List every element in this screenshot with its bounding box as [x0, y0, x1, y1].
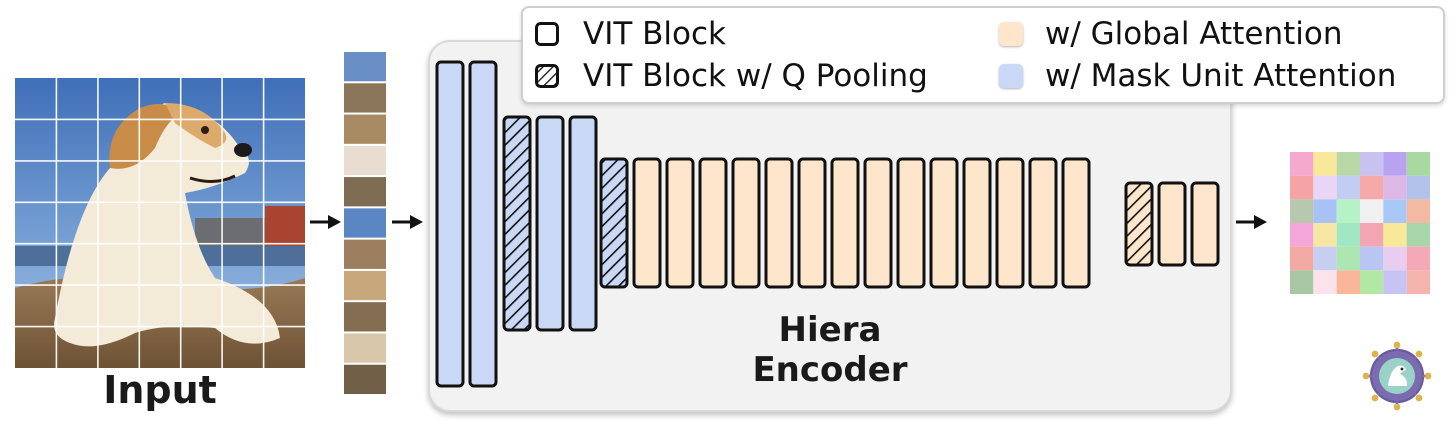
- vit-block-q-pooling: [502, 115, 532, 332]
- feature-cell: [1383, 246, 1407, 271]
- feature-cell: [1383, 152, 1407, 176]
- image-patch: [344, 239, 386, 269]
- vit-block: [1190, 181, 1220, 267]
- vit-block: [1028, 157, 1058, 289]
- feature-cell: [1336, 175, 1360, 200]
- legend-vit-block: VIT Block: [583, 16, 726, 52]
- feature-cell: [1290, 199, 1314, 223]
- feature-cell: [1383, 175, 1407, 200]
- feature-cell: [1313, 223, 1337, 247]
- image-patch: [344, 270, 386, 301]
- legend-vit-block-q-pooling: VIT Block w/ Q Pooling: [583, 58, 928, 94]
- feature-cell: [1406, 175, 1430, 200]
- vit-block: [797, 157, 827, 289]
- image-patch: [344, 208, 386, 238]
- feature-cell: [1383, 223, 1407, 247]
- feature-cell: [1383, 199, 1407, 223]
- mask-unit-attention-swatch: [999, 64, 1023, 88]
- vit-block-q-pooling: [1124, 181, 1154, 267]
- legend-mask-unit-attention: w/ Mask Unit Attention: [1045, 58, 1397, 94]
- feature-cell: [1290, 270, 1314, 294]
- input-label: Input: [103, 368, 217, 412]
- image-patch: [344, 114, 386, 144]
- feature-cell: [1313, 175, 1337, 200]
- vit-block: [468, 60, 498, 388]
- encoder-title-line2: Encoder: [752, 350, 908, 390]
- feature-cell: [1383, 270, 1407, 294]
- vit-block: [995, 157, 1025, 289]
- q-pooling-swatch-icon: [535, 64, 559, 88]
- vit-block: [568, 115, 598, 332]
- vit-block: [962, 157, 992, 289]
- vit-block: [665, 157, 695, 289]
- feature-cell: [1313, 270, 1337, 294]
- feature-cell: [1290, 152, 1314, 176]
- legend-global-attention: w/ Global Attention: [1045, 16, 1343, 52]
- vit-block: [632, 157, 662, 289]
- patch-strip: [344, 52, 386, 394]
- feature-cell: [1406, 246, 1430, 271]
- feature-cell: [1290, 223, 1314, 247]
- vit-block: [764, 157, 794, 289]
- feature-cell: [1406, 270, 1430, 294]
- encoder-title: Hiera Encoder: [720, 310, 940, 390]
- vit-block-swatch-icon: [535, 22, 559, 46]
- arrow-icon: [310, 215, 341, 229]
- output-feature-grid: [1290, 152, 1430, 294]
- feature-cell: [1360, 152, 1384, 176]
- feature-cell: [1360, 223, 1384, 247]
- vit-block: [830, 157, 860, 289]
- vit-block: [1061, 157, 1091, 289]
- feature-cell: [1336, 152, 1360, 176]
- vit-block: [535, 115, 565, 332]
- feature-cell: [1313, 152, 1337, 176]
- vit-block: [1157, 181, 1187, 267]
- vit-block: [698, 157, 728, 289]
- image-patch: [344, 364, 386, 394]
- image-patch: [344, 333, 386, 363]
- arrow-icon: [1236, 215, 1267, 229]
- logo-icon: [1362, 341, 1432, 411]
- vit-block: [896, 157, 926, 289]
- feature-cell: [1360, 175, 1384, 200]
- vit-block: [929, 157, 959, 289]
- feature-cell: [1313, 199, 1337, 223]
- image-patch: [344, 177, 386, 207]
- feature-cell: [1360, 270, 1384, 294]
- vit-block-q-pooling: [599, 157, 629, 289]
- feature-cell: [1406, 199, 1430, 223]
- feature-cell: [1336, 270, 1360, 294]
- vit-block: [863, 157, 893, 289]
- vit-block: [435, 60, 465, 388]
- image-patch: [344, 145, 386, 176]
- vit-block: [731, 157, 761, 289]
- image-patch: [344, 302, 386, 332]
- encoder-title-line1: Hiera: [778, 310, 882, 350]
- feature-cell: [1290, 175, 1314, 200]
- feature-cell: [1313, 246, 1337, 271]
- image-patch: [344, 83, 386, 113]
- global-attention-swatch: [999, 22, 1023, 46]
- feature-cell: [1360, 246, 1384, 271]
- feature-cell: [1360, 199, 1384, 223]
- input-image: [15, 78, 305, 368]
- legend: VIT Block VIT Block w/ Q Pooling w/ Glob…: [521, 6, 1445, 104]
- arrow-icon: [392, 215, 423, 229]
- feature-cell: [1336, 199, 1360, 223]
- feature-cell: [1336, 246, 1360, 271]
- feature-cell: [1406, 152, 1430, 176]
- feature-cell: [1406, 223, 1430, 247]
- feature-cell: [1290, 246, 1314, 271]
- feature-cell: [1336, 223, 1360, 247]
- image-patch: [344, 52, 386, 82]
